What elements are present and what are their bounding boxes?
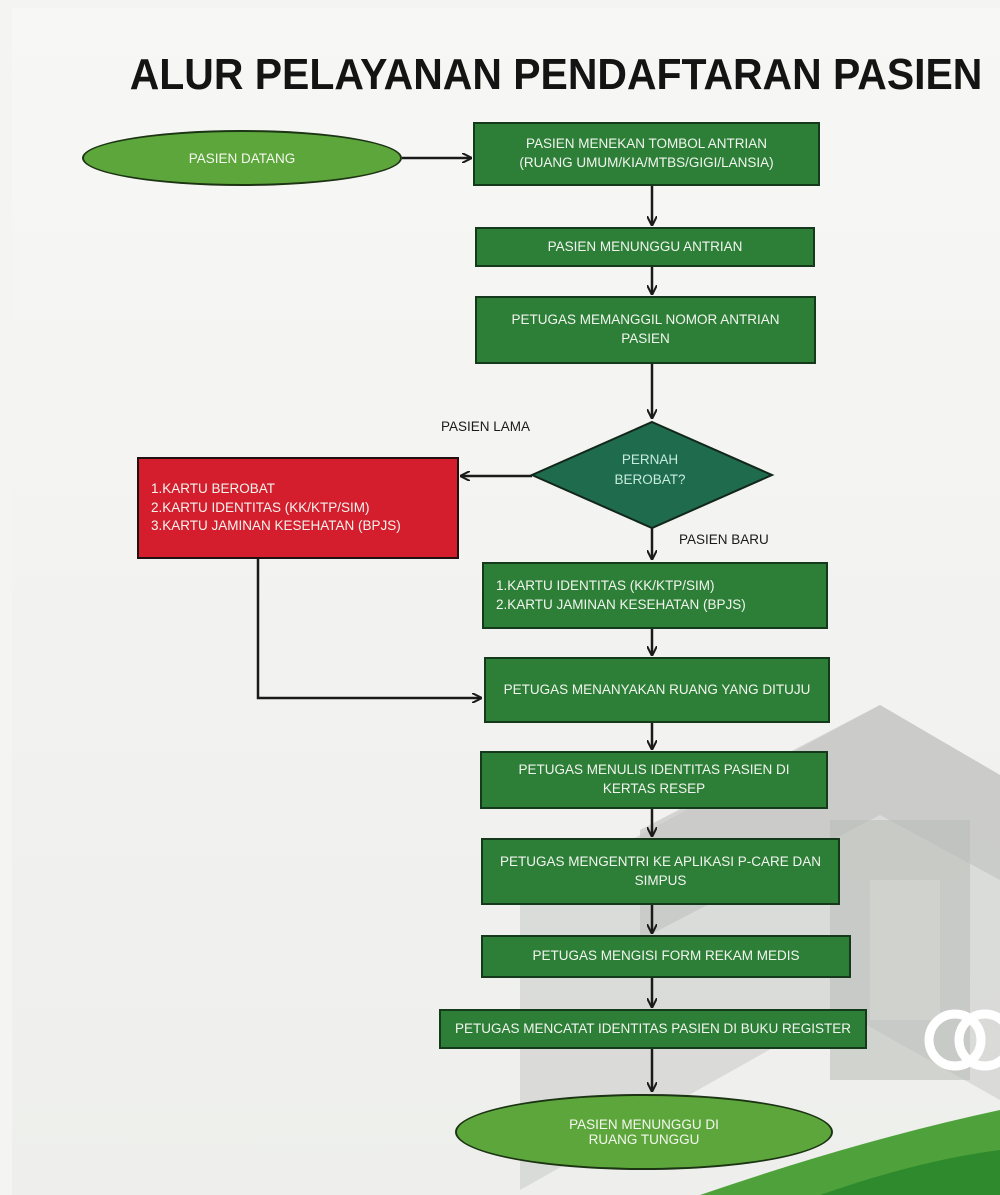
edge-label-new-patient: PASIEN BARU [679,532,769,547]
step-wait-queue: PASIEN MENUNGGU ANTRIAN [475,227,815,267]
step-line: PASIEN [621,331,670,346]
decision-line: PERNAH [621,452,679,467]
old-patient-documents: 1.KARTU BEROBAT 2.KARTU IDENTITAS (KK/KT… [137,457,459,559]
doc-line: 2.KARTU IDENTITAS (KK/KTP/SIM) [151,499,370,515]
doc-line: 1.KARTU BEROBAT [151,480,276,496]
arrow-old-to-step4 [256,558,480,698]
step-line: PETUGAS MEMANGGIL NOMOR ANTRIAN [511,312,780,328]
step-line: PETUGAS MENGENTRI KE APLIKASI P-CARE DAN [499,853,822,869]
decision-label: PERNAH BEROBAT? [560,450,740,489]
start-oval: PASIEN DATANG [82,130,402,186]
step-line: PASIEN MENUNGGU ANTRIAN [547,238,743,254]
step-line: (RUANG UMUM/KIA/MTBS/GIGI/LANSIA) [519,155,774,170]
new-patient-documents: 1.KARTU IDENTITAS (KK/KTP/SIM) 2.KARTU J… [482,562,828,629]
step-call-queue-number: PETUGAS MEMANGGIL NOMOR ANTRIAN PASIEN [475,296,816,364]
step-press-queue-button: PASIEN MENEKAN TOMBOL ANTRIAN (RUANG UMU… [473,122,820,186]
page-title: ALUR PELAYANAN PENDAFTARAN PASIEN [129,50,983,99]
step-entry-pcare-simpus: PETUGAS MENGENTRI KE APLIKASI P-CARE DAN… [481,838,840,905]
step-line: KERTAS RESEP [602,781,706,796]
decision-diamond [529,420,775,530]
step-line: SIMPUS [634,872,687,888]
decision-line: BEROBAT? [614,471,686,487]
end-oval: PASIEN MENUNGGU DI RUANG TUNGGU [455,1094,833,1170]
end-line: RUANG TUNGGU [588,1132,700,1147]
edge-label-old-patient: PASIEN LAMA [441,419,531,434]
start-label: PASIEN DATANG [188,150,296,166]
step-fill-medical-record: PETUGAS MENGISI FORM REKAM MEDIS [481,935,851,978]
step-write-patient-identity: PETUGAS MENULIS IDENTITAS PASIEN DI KERT… [480,751,828,809]
step-line: PASIEN MENEKAN TOMBOL ANTRIAN [525,136,768,152]
step-record-in-register: PETUGAS MENCATAT IDENTITAS PASIEN DI BUK… [439,1009,867,1049]
end-line: PASIEN MENUNGGU DI [569,1117,719,1132]
doc-line: 2.KARTU JAMINAN KESEHATAN (BPJS) [496,596,746,612]
doc-line: 1.KARTU IDENTITAS (KK/KTP/SIM) [496,577,715,593]
step-line: PETUGAS MENCATAT IDENTITAS PASIEN DI BUK… [454,1020,852,1036]
step-line: PETUGAS MENANYAKAN RUANG YANG DITUJU [503,681,811,697]
doc-line: 3.KARTU JAMINAN KESEHATAN (BPJS) [151,518,401,534]
step-line: PETUGAS MENGISI FORM REKAM MEDIS [532,948,800,964]
step-ask-destination-room: PETUGAS MENANYAKAN RUANG YANG DITUJU [484,657,830,723]
step-line: PETUGAS MENULIS IDENTITAS PASIEN DI [518,762,790,778]
